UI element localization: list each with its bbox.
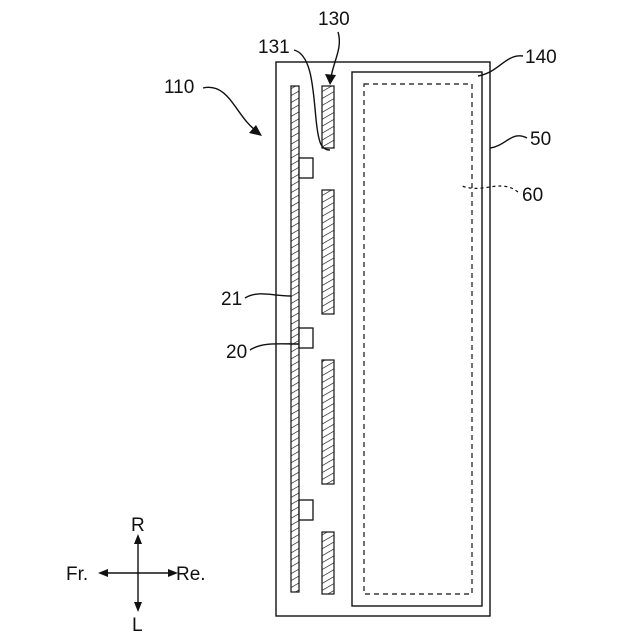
block-20-top xyxy=(299,158,313,178)
axis-label-down: L xyxy=(132,615,143,636)
region-60-dashed xyxy=(364,84,472,594)
label-60: 60 xyxy=(522,185,543,206)
label-50: 50 xyxy=(530,129,551,150)
axis-label-right: Re. xyxy=(176,564,206,585)
member-130-1 xyxy=(322,86,334,148)
label-140: 140 xyxy=(525,47,557,68)
direction-indicator: R L Fr. Re. xyxy=(66,515,206,636)
member-130-4 xyxy=(322,532,334,594)
block-20-mid xyxy=(299,328,313,348)
member-130-2 xyxy=(322,190,334,314)
arrow-down-icon xyxy=(134,602,142,612)
leader-130 xyxy=(331,32,339,78)
label-131: 131 xyxy=(258,37,290,58)
block-20-bottom xyxy=(299,500,313,520)
label-20: 20 xyxy=(226,342,247,363)
member-130-3 xyxy=(322,360,334,484)
label-130: 130 xyxy=(318,9,350,30)
arrow-left-icon xyxy=(98,569,108,577)
plate-21 xyxy=(291,86,299,592)
axis-label-left: Fr. xyxy=(66,564,88,585)
leader-110 xyxy=(203,87,258,132)
label-110: 110 xyxy=(164,77,194,98)
leader-140 xyxy=(478,56,523,76)
leader-50 xyxy=(490,136,527,148)
panel-140-outline xyxy=(352,72,482,606)
leader-130-arrowhead xyxy=(325,74,336,85)
axis-label-up: R xyxy=(131,515,145,536)
label-21: 21 xyxy=(221,289,242,310)
leader-21 xyxy=(245,294,291,298)
